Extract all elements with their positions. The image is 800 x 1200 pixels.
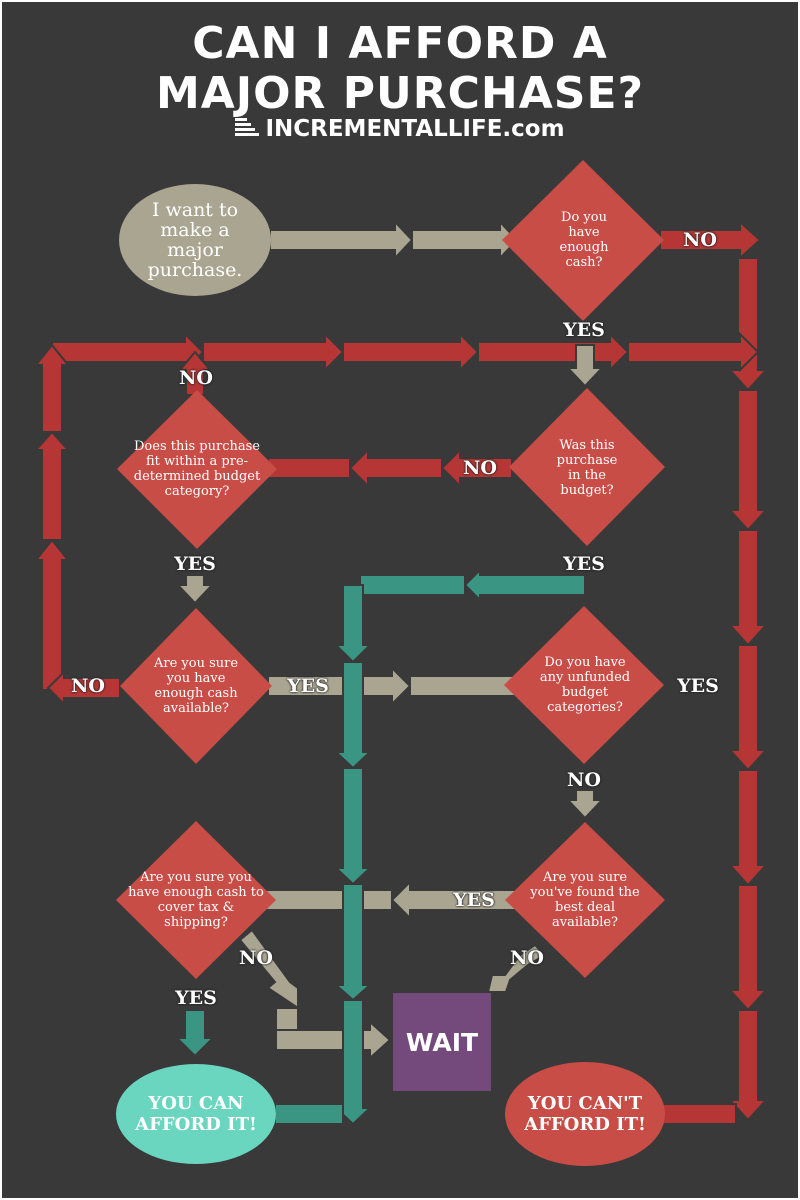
arrow-top-row-1 (51, 331, 205, 373)
tax-text: Are you sure you have enough cash to cov… (128, 870, 264, 930)
arrow-cash-no (659, 219, 762, 261)
arrow-tax-yes (174, 1009, 216, 1058)
label-cash-yes: YES (563, 319, 605, 341)
sure-cash-text: Are you sure you have enough cash availa… (153, 656, 239, 716)
label-tax-yes: YES (175, 987, 217, 1009)
arrow-right-col-6 (727, 884, 769, 1012)
arrow-budget-no-2 (348, 447, 443, 489)
arrow-left-col-1 (33, 538, 71, 691)
arrow-unfunded-no (565, 789, 605, 820)
cannot-afford-text: YOU CAN'T AFFORD IT! (524, 1093, 646, 1135)
arrow-sure-yes-1 (267, 665, 412, 707)
arrow-right-col-3 (727, 529, 769, 647)
arrow-top-row-3 (342, 331, 480, 373)
cash-text: Do you have enough cash? (559, 210, 609, 270)
arrow-left-col-3 (33, 343, 71, 433)
arrow-category-yes (175, 574, 215, 605)
arrow-right-col-2 (727, 389, 769, 532)
decision-budget (509, 388, 665, 546)
end-cannot-node (505, 1062, 665, 1166)
brand: INCREMENTALLIFE.com (0, 116, 800, 142)
arrow-cant-in (659, 1103, 737, 1125)
title-line-1: CAN I AFFORD A (192, 18, 608, 69)
arrow-right-col-7 (727, 1009, 769, 1122)
decision-best-deal (505, 822, 665, 978)
label-deal-yes: YES (453, 889, 495, 911)
category-text: Does this purchase fit within a pre-dete… (133, 439, 261, 499)
start-text: I want to make a major purchase. (147, 199, 243, 281)
arrow-deal-yes-1 (390, 879, 521, 921)
arrow-deal-no (486, 943, 547, 993)
arrow-right-col-1 (727, 257, 769, 392)
arrow-teal-col-3 (333, 767, 373, 886)
wait-text: WAIT (405, 1027, 479, 1057)
arrow-tax-no-2 (275, 1007, 299, 1031)
arrow-cash-yes (565, 344, 605, 388)
decision-sure-cash (120, 608, 272, 764)
unfunded-text: Do you have any unfunded budget categori… (539, 655, 631, 715)
wait-node (393, 993, 491, 1091)
label-unfunded-no: NO (567, 769, 601, 791)
arrow-budget-yes-1 (463, 567, 586, 603)
label-category-no: NO (179, 367, 213, 389)
arrow-tax-no-1 (238, 928, 299, 1010)
arrow-right-col-4 (727, 644, 769, 772)
arrow-teal-col-4 (333, 883, 373, 1002)
label-sure-no: NO (71, 675, 105, 697)
can-afford-text: YOU CAN AFFORD IT! (135, 1093, 257, 1135)
arrow-can-out (274, 1103, 344, 1125)
label-unfunded-yes: YES (677, 675, 719, 697)
arrow-teal-col-1 (333, 584, 373, 664)
label-cash-no: NO (683, 229, 717, 251)
label-deal-no: NO (510, 947, 544, 969)
brand-stairs-icon (235, 118, 261, 138)
budget-text: Was this purchase in the budget? (556, 438, 618, 498)
label-budget-no: NO (463, 457, 497, 479)
start-node (119, 184, 271, 296)
best-deal-text: Are you sure you've found the best deal … (530, 870, 640, 930)
arrow-category-no (177, 350, 213, 396)
brand-name: INCREMENTALLIFE.com (265, 116, 565, 142)
decision-unfunded (504, 606, 664, 764)
label-sure-yes: YES (287, 675, 329, 697)
arrow-start-2 (411, 219, 519, 261)
arrow-right-col-5 (727, 769, 769, 887)
arrow-sure-yes-2 (409, 675, 516, 697)
label-category-yes: YES (174, 553, 216, 575)
title-line-2: MAJOR PURCHASE? (155, 68, 645, 119)
arrow-top-row-5 (627, 331, 760, 373)
decision-cash (502, 160, 664, 321)
arrow-budget-yes-2 (359, 574, 466, 596)
label-tax-no: NO (239, 947, 273, 969)
decision-category (117, 390, 277, 549)
end-can-node (116, 1064, 276, 1164)
arrow-left-col-2 (33, 430, 71, 541)
arrow-top-row-2 (202, 331, 345, 373)
arrow-budget-no-1 (440, 447, 513, 489)
label-budget-yes: YES (563, 553, 605, 575)
arrow-teal-col-2 (333, 661, 373, 770)
arrow-start-1 (269, 219, 414, 261)
arrow-budget-no-3 (267, 457, 351, 479)
arrow-sure-no (46, 669, 121, 707)
decision-tax (116, 821, 276, 979)
